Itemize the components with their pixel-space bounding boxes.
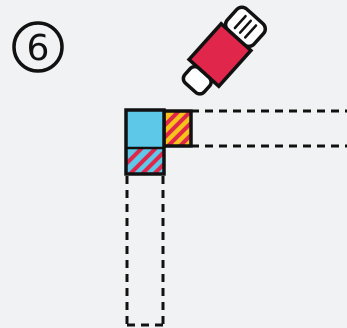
blue-corner-square <box>124 108 166 176</box>
glue-stick-tip <box>181 64 213 96</box>
glue-stick-icon <box>181 5 268 96</box>
step-number-circle <box>12 21 64 73</box>
step-number: 6 <box>27 28 50 69</box>
vertical-paper-strip <box>125 176 165 327</box>
horizontal-paper-strip <box>191 109 347 148</box>
step-number-badge: 6 <box>12 21 64 73</box>
